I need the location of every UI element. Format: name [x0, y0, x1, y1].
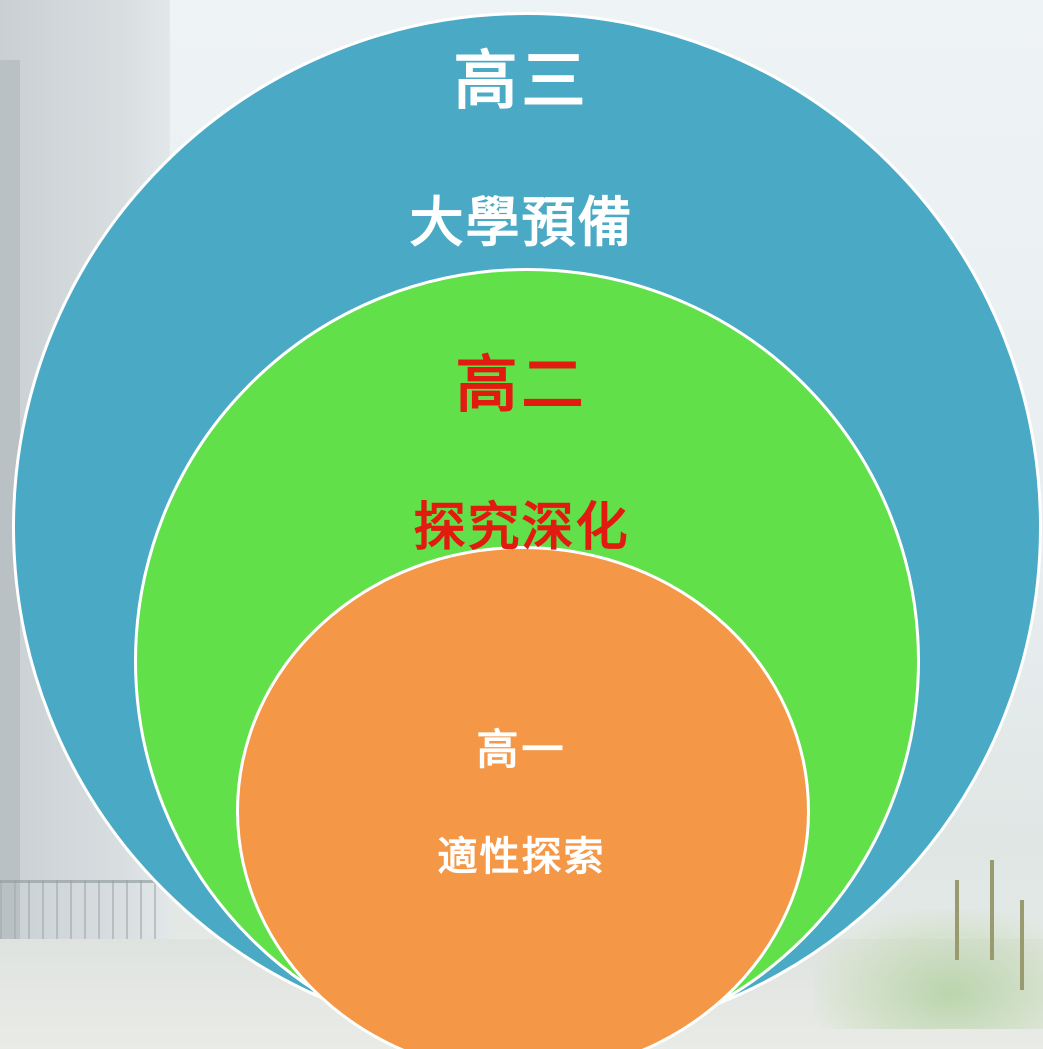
background-building-edge: [0, 60, 20, 960]
inner-stage-label: 適性探索: [437, 834, 606, 880]
middle-stage-label: 探究深化: [413, 498, 630, 558]
background-railing: [0, 880, 160, 943]
outer-stage-label: 大學預備: [409, 191, 634, 254]
background-tree: [1020, 900, 1024, 990]
middle-grade-label: 高二: [455, 348, 588, 421]
inner-grade-label: 高一: [476, 725, 567, 774]
background-lawn: [813, 909, 1043, 1029]
inner-circle-grade-10: [236, 546, 810, 1049]
background-tree: [955, 880, 959, 960]
outer-grade-label: 高三: [453, 45, 590, 119]
background-tree: [990, 860, 994, 960]
